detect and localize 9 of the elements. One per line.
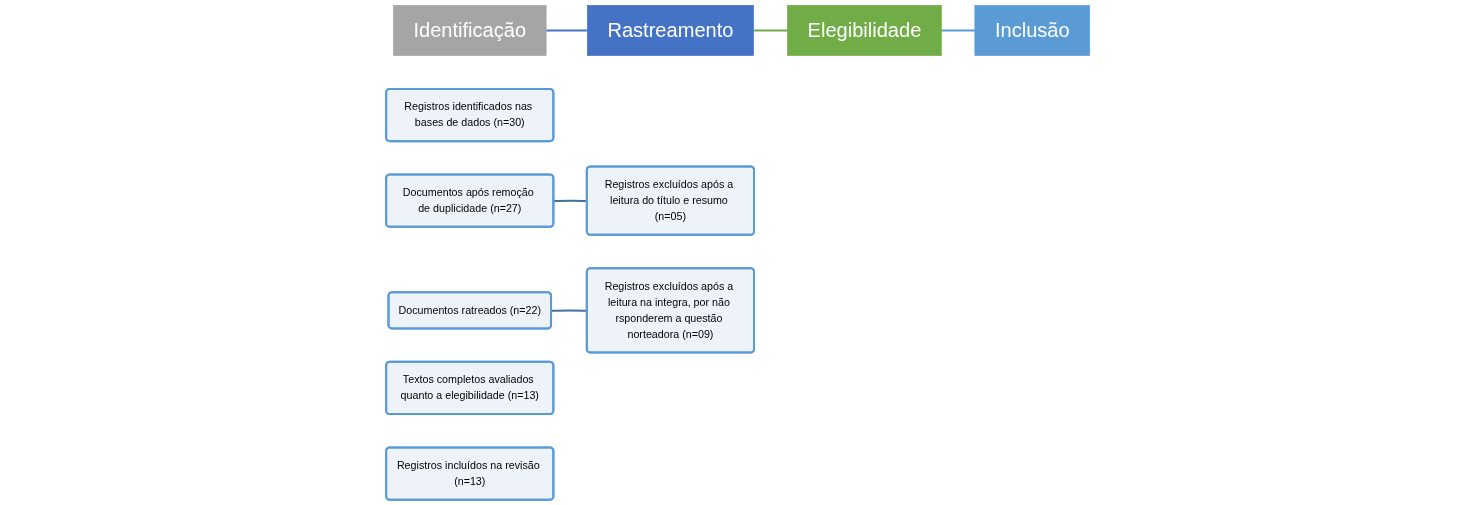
connector bbox=[940, 29, 975, 32]
node-box: Identificação bbox=[392, 5, 547, 56]
connector bbox=[550, 309, 587, 312]
connector bbox=[553, 199, 587, 202]
node-box: Rastreamento bbox=[586, 5, 754, 56]
connector bbox=[753, 29, 788, 32]
node-box: Elegibilidade bbox=[786, 5, 942, 56]
node-box: Inclusão bbox=[974, 5, 1090, 56]
connector bbox=[545, 29, 587, 32]
